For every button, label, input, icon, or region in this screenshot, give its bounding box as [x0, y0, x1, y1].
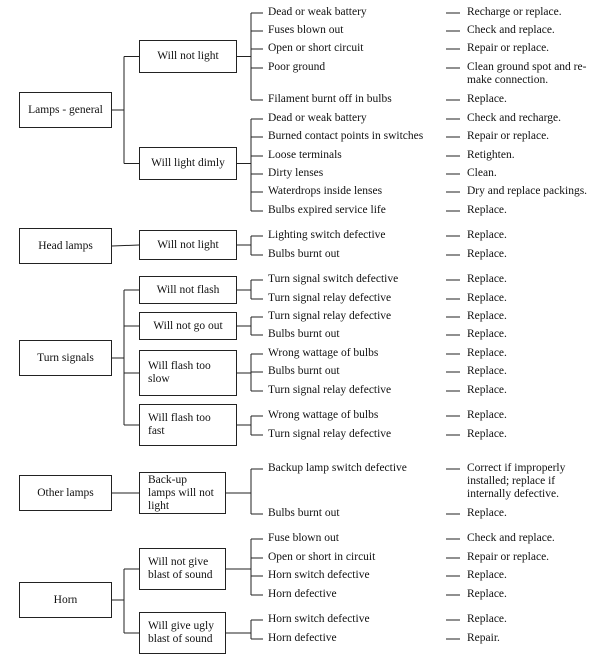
cause-text: Turn signal relay defective — [268, 428, 392, 440]
category-box-label: Head lamps — [38, 239, 93, 252]
remedy-text: Replace. — [467, 569, 507, 581]
symptom-box-label: Will flash too slow — [148, 360, 211, 385]
remedy-text: Replace. — [467, 292, 507, 304]
category-box-label: Horn — [53, 593, 78, 606]
cause-text: Waterdrops inside lenses — [268, 185, 383, 197]
category-box: Head lamps — [19, 228, 112, 264]
remedy-text: Recharge or replace. — [467, 6, 562, 18]
remedy-text: Check and replace. — [467, 532, 555, 544]
symptom-connector — [111, 244, 140, 247]
cause-text: Turn signal switch defective — [268, 273, 399, 285]
cause-text: Open or short circuit — [268, 42, 364, 54]
remedy-text: Repair or replace. — [467, 42, 550, 54]
cause-text: Bulbs burnt out — [268, 248, 340, 260]
symptom-box: Will not flash — [139, 276, 237, 304]
symptom-box-label: Will not light — [157, 50, 219, 62]
cause-text: Burned contact points in switches — [268, 130, 424, 142]
remedy-text: Dry and replace packings. — [467, 185, 588, 197]
symptom-box: Will not give blast of sound — [139, 548, 226, 590]
symptom-box: Will not light — [139, 40, 237, 73]
remedy-text: Check and replace. — [467, 24, 555, 36]
remedy-text: Replace. — [467, 229, 507, 241]
remedy-text: Replace. — [467, 507, 507, 519]
cause-text: Bulbs burnt out — [268, 507, 340, 519]
symptom-box: Will light dimly — [139, 147, 237, 180]
category-box: Turn signals — [19, 340, 112, 376]
cause-text: Fuses blown out — [268, 24, 344, 36]
remedy-text: Repair. — [467, 632, 500, 644]
remedy-text: Repair or replace. — [467, 130, 550, 142]
symptom-box: Will give ugly blast of sound — [139, 612, 226, 654]
cause-text: Open or short in circuit — [268, 551, 376, 563]
symptom-box-label: Will not flash — [156, 283, 220, 296]
cause-text: Bulbs expired service life — [268, 204, 386, 216]
symptom-box-label: Back-up lamps will not light — [148, 473, 214, 512]
category-box: Horn — [19, 582, 112, 618]
symptom-box-label: Will light dimly — [151, 157, 225, 169]
symptom-box-label: Will not give blast of sound — [148, 556, 213, 581]
symptom-box: Will flash too fast — [139, 404, 237, 446]
cause-text: Horn defective — [268, 588, 337, 600]
cause-text: Horn switch defective — [268, 613, 370, 625]
remedy-text: Correct if improperly installed; replace… — [467, 462, 566, 500]
category-box-label: Other lamps — [37, 486, 94, 499]
cause-text: Dirty lenses — [268, 167, 324, 179]
cause-text: Wrong wattage of bulbs — [268, 409, 379, 421]
remedy-text: Replace. — [467, 347, 507, 359]
symptom-box: Back-up lamps will not light — [139, 472, 226, 514]
category-box: Lamps - general — [19, 92, 112, 128]
symptom-box: Will not light — [139, 230, 237, 260]
cause-text: Poor ground — [268, 61, 326, 73]
cause-text: Backup lamp switch defective — [268, 462, 407, 474]
remedy-text: Replace. — [467, 588, 507, 600]
cause-text: Dead or weak battery — [268, 112, 367, 124]
cause-text: Loose terminals — [268, 149, 342, 161]
cause-text: Bulbs burnt out — [268, 365, 340, 377]
remedy-text: Replace. — [467, 248, 507, 260]
remedy-text: Replace. — [467, 93, 507, 105]
symptom-box-label: Will not go out — [153, 319, 223, 332]
symptom-box-label: Will not light — [157, 238, 219, 251]
symptom-box: Will not go out — [139, 312, 237, 340]
remedy-text: Replace. — [467, 204, 507, 216]
cause-text: Turn signal relay defective — [268, 310, 392, 322]
category-box-label: Turn signals — [37, 351, 94, 364]
remedy-text: Clean ground spot and re-make connection… — [467, 61, 587, 86]
cause-text: Turn signal relay defective — [268, 292, 392, 304]
symptom-box: Will flash too slow — [139, 350, 237, 396]
remedy-text: Replace. — [467, 365, 507, 377]
cause-text: Lighting switch defective — [268, 229, 386, 241]
cause-text: Filament burnt off in bulbs — [268, 93, 392, 105]
remedy-text: Replace. — [467, 328, 507, 340]
remedy-text: Check and recharge. — [467, 112, 561, 124]
category-box-label: Lamps - general — [28, 103, 103, 116]
remedy-text: Replace. — [467, 384, 507, 396]
remedy-text: Repair or replace. — [467, 551, 550, 563]
remedy-text: Replace. — [467, 409, 507, 421]
remedy-text: Clean. — [467, 167, 497, 179]
remedy-text: Replace. — [467, 273, 507, 285]
remedy-text: Replace. — [467, 310, 507, 322]
cause-text: Turn signal relay defective — [268, 384, 392, 396]
symptom-box-label: Will give ugly blast of sound — [148, 620, 214, 645]
cause-text: Horn switch defective — [268, 569, 370, 581]
symptom-box-label: Will flash too fast — [148, 412, 211, 437]
cause-text: Fuse blown out — [268, 532, 339, 544]
cause-text: Bulbs burnt out — [268, 328, 340, 340]
cause-text: Horn defective — [268, 632, 337, 644]
remedy-text: Replace. — [467, 428, 507, 440]
remedy-text: Retighten. — [467, 149, 515, 161]
remedy-text: Replace. — [467, 613, 507, 625]
cause-text: Wrong wattage of bulbs — [268, 347, 379, 359]
category-box: Other lamps — [19, 475, 112, 511]
cause-text: Dead or weak battery — [268, 6, 367, 18]
